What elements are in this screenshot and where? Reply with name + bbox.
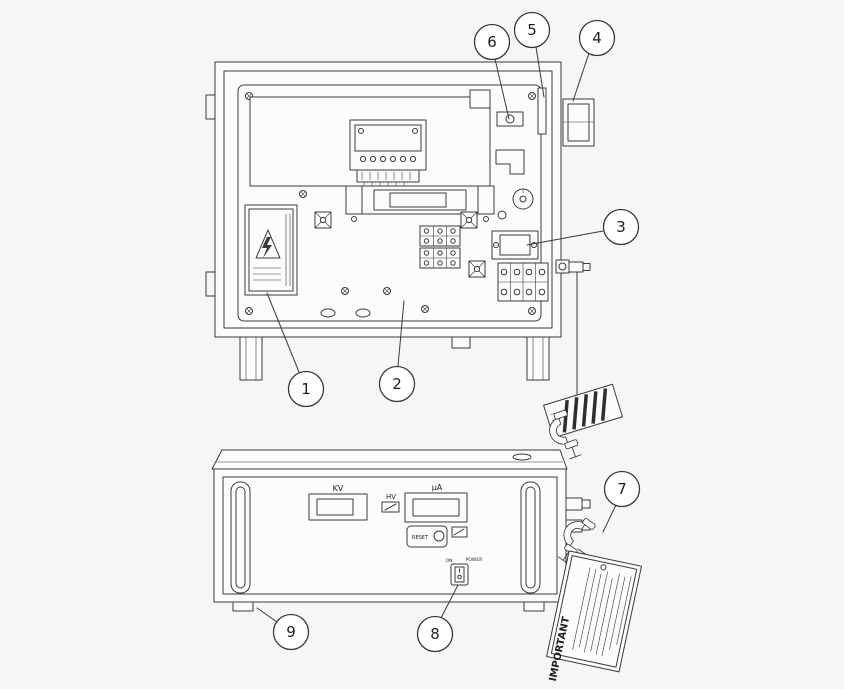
slot-hole (320, 308, 336, 318)
grommet (512, 188, 534, 210)
callout-7: 7 (602, 470, 641, 533)
slot-hole (355, 308, 371, 318)
right-handle (520, 481, 541, 594)
svg-text:9: 9 (286, 623, 296, 641)
hinge-tab (205, 94, 216, 120)
callout-1: 1 (266, 292, 325, 408)
reset-label: RESET (412, 535, 429, 541)
tag-hole (600, 564, 607, 571)
kv-meter: KV (308, 484, 368, 521)
svg-text:6: 6 (487, 33, 497, 51)
mounting-legs (239, 336, 550, 381)
side-rail (537, 87, 547, 135)
terminal-blocks (419, 225, 461, 269)
terminal-module (349, 119, 427, 187)
callout-4: 4 (572, 19, 616, 102)
warning-triangle-icon (255, 229, 281, 259)
power-switch: ON POWER (446, 557, 483, 586)
nut (497, 210, 507, 220)
power-label: POWER (466, 557, 483, 563)
ground-wire-assembly (543, 271, 623, 463)
lightning-bolt-icon (262, 237, 272, 258)
relay (491, 230, 539, 260)
interior-components (244, 87, 591, 318)
on-label: ON (446, 558, 453, 564)
callouts: 1 2 3 4 5 6 7 (256, 11, 641, 653)
callout-2: 2 (378, 300, 416, 403)
svg-text:3: 3 (616, 218, 626, 236)
panel-screw (421, 305, 429, 313)
ground-stud (555, 259, 591, 274)
front-panel (213, 468, 567, 603)
svg-text:1: 1 (301, 380, 311, 398)
left-handle (230, 481, 251, 594)
callout-3: 3 (526, 208, 640, 246)
svg-text:5: 5 (527, 21, 537, 39)
vibration-mount (314, 211, 332, 229)
mounting-bracket (562, 98, 595, 147)
panel-screw (528, 307, 536, 315)
transformer (345, 185, 495, 222)
callout-8: 8 (416, 584, 459, 653)
vibration-mount (460, 211, 478, 229)
svg-text:2: 2 (392, 375, 402, 393)
reset-button: RESET (406, 525, 448, 548)
svg-text:7: 7 (617, 480, 627, 498)
ua-meter: µA (404, 483, 468, 523)
callout-5: 5 (513, 11, 551, 98)
enclosure-open-view (205, 61, 595, 381)
fuse-holder (496, 111, 524, 127)
kv-label: KV (333, 484, 344, 493)
power-terminal-strip (497, 262, 549, 302)
panel-screw (528, 92, 536, 100)
panel-screw (245, 307, 253, 315)
panel-screw (341, 287, 349, 295)
svg-text:8: 8 (430, 625, 440, 643)
hinge-tab (205, 271, 216, 297)
vibration-mount (468, 260, 486, 278)
foot (523, 601, 545, 612)
panel-screw (383, 287, 391, 295)
l-bracket (495, 149, 525, 175)
lid (211, 449, 568, 470)
fuse-switch (451, 526, 468, 538)
corner-bracket (469, 89, 491, 109)
callout-6: 6 (473, 23, 511, 120)
foot (232, 601, 254, 612)
warning-label (244, 204, 298, 296)
panel-screw (299, 190, 307, 198)
hv-switch: HV (381, 493, 400, 513)
svg-text:4: 4 (592, 29, 602, 47)
hv-label: HV (386, 493, 396, 501)
callout-9: 9 (256, 607, 310, 651)
enclosure-front-view: KV HV µA RESET ON POWER (211, 449, 591, 612)
lid-hole (512, 453, 532, 461)
ua-label: µA (432, 483, 443, 492)
